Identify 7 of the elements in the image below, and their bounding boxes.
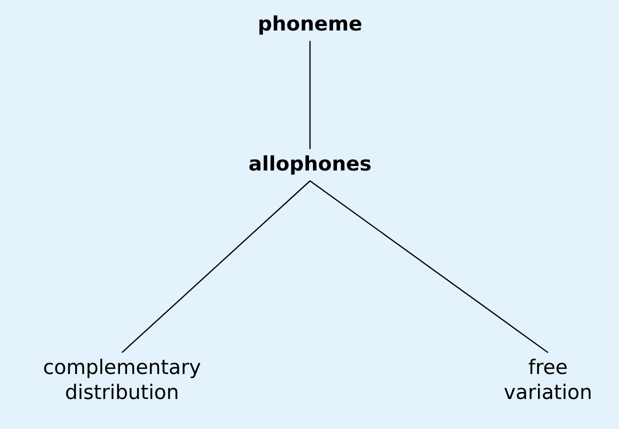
term-label: complementary distribution <box>44 358 200 400</box>
term-label: free variation <box>504 358 591 400</box>
connector-line <box>309 40 311 150</box>
connector-line <box>310 180 548 354</box>
connector-line <box>122 180 310 353</box>
heading: phoneme <box>259 15 362 35</box>
heading: allophones <box>249 155 371 175</box>
